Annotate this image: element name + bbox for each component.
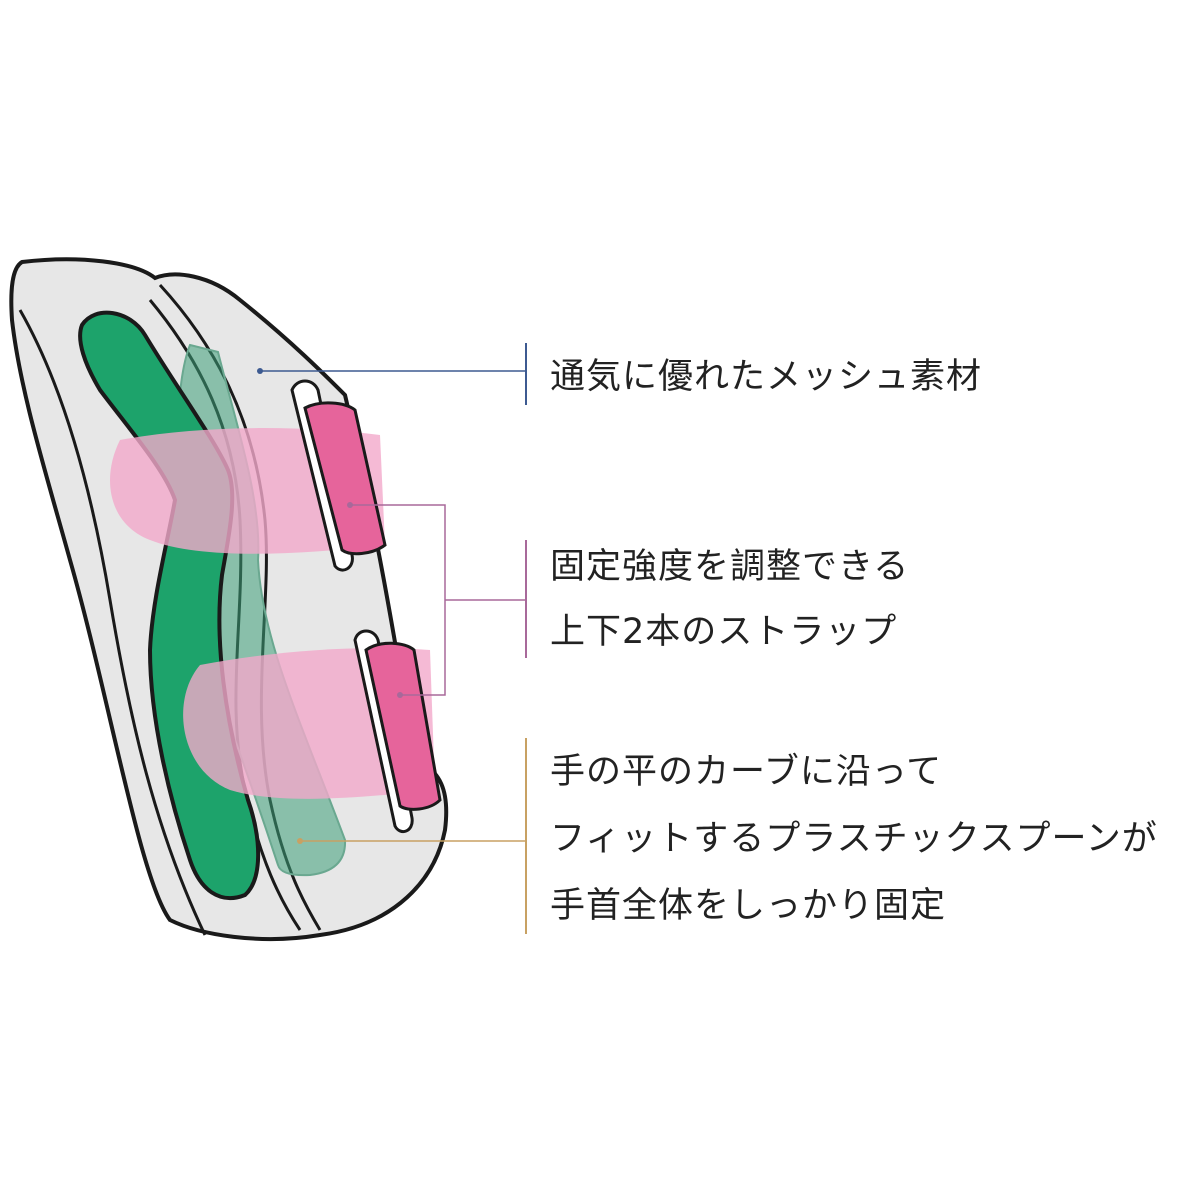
spoon-callout-bar xyxy=(525,738,527,934)
upper-strap-tab xyxy=(303,401,387,556)
mesh-callout-bar xyxy=(525,343,527,405)
spoon-callout-line-2: フィットするプラスチックスプーンが xyxy=(550,819,1158,859)
strap-callout-line-2: 上下2本のストラップ xyxy=(550,612,898,652)
brace-seam-left xyxy=(18,309,207,936)
mesh-callout-line-1: 通気に優れたメッシュ素材 xyxy=(550,357,983,397)
lower-strap-tab xyxy=(364,641,442,811)
strap-callout-bar xyxy=(525,540,527,658)
spoon-callout-line-3: 手首全体をしっかり固定 xyxy=(550,886,947,926)
spoon-callout-line-1: 手の平のカーブに沿って xyxy=(550,752,943,792)
strap-callout-line-1: 固定強度を調整できる xyxy=(550,547,910,587)
